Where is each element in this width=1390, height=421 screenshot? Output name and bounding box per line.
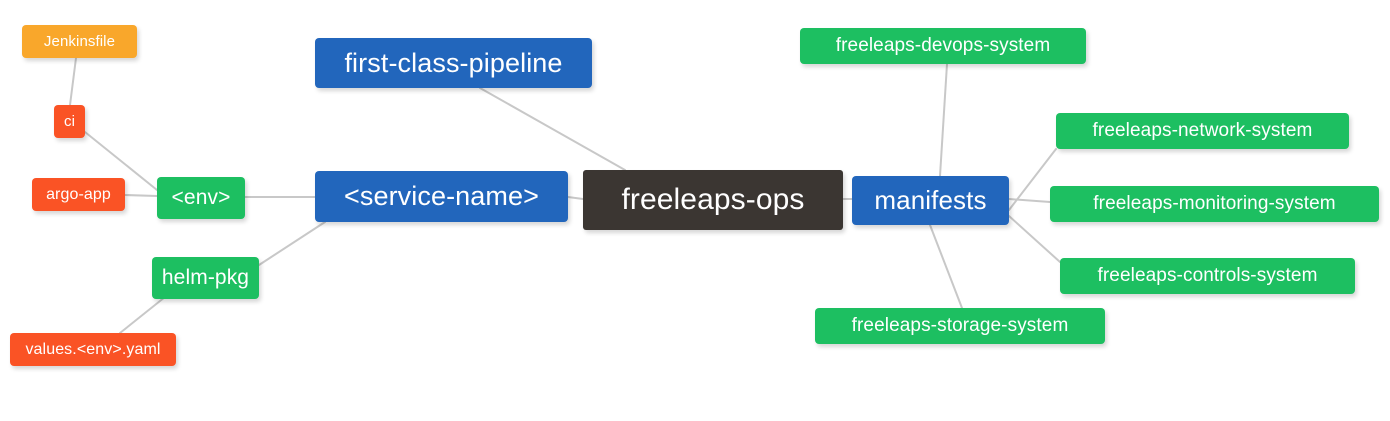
node-argo-app[interactable]: argo-app — [32, 178, 125, 211]
node-manifests[interactable]: manifests — [852, 176, 1009, 225]
node-values-yaml[interactable]: values.<env>.yaml — [10, 333, 176, 366]
edge-service-name-to-freeleaps-ops — [567, 196, 584, 200]
edge-argo-app-to-env — [124, 194, 158, 197]
edge-first-class-pipeline-to-freeleaps-ops — [479, 87, 626, 171]
node-freeleaps-ops[interactable]: freeleaps-ops — [583, 170, 843, 230]
edge-jenkinsfile-to-ci — [69, 57, 77, 106]
edge-service-name-to-helm-pkg — [258, 221, 326, 266]
node-first-class-pipeline[interactable]: first-class-pipeline — [315, 38, 592, 88]
edge-manifests-to-devops-system — [939, 63, 948, 177]
edge-manifests-to-storage-system — [929, 224, 963, 309]
node-ci[interactable]: ci — [54, 105, 85, 138]
node-devops-system[interactable]: freeleaps-devops-system — [800, 28, 1086, 64]
node-service-name[interactable]: <service-name> — [315, 171, 568, 222]
node-storage-system[interactable]: freeleaps-storage-system — [815, 308, 1105, 344]
edge-manifests-to-monitoring-system — [1008, 198, 1051, 203]
node-jenkinsfile[interactable]: Jenkinsfile — [22, 25, 137, 58]
edge-manifests-to-controls-system — [1008, 215, 1061, 263]
node-network-system[interactable]: freeleaps-network-system — [1056, 113, 1349, 149]
edge-helm-pkg-to-values-yaml — [119, 292, 171, 334]
edge-ci-to-env — [84, 131, 158, 191]
node-env[interactable]: <env> — [157, 177, 245, 219]
node-monitoring-system[interactable]: freeleaps-monitoring-system — [1050, 186, 1379, 222]
node-controls-system[interactable]: freeleaps-controls-system — [1060, 258, 1355, 294]
node-helm-pkg[interactable]: helm-pkg — [152, 257, 259, 299]
